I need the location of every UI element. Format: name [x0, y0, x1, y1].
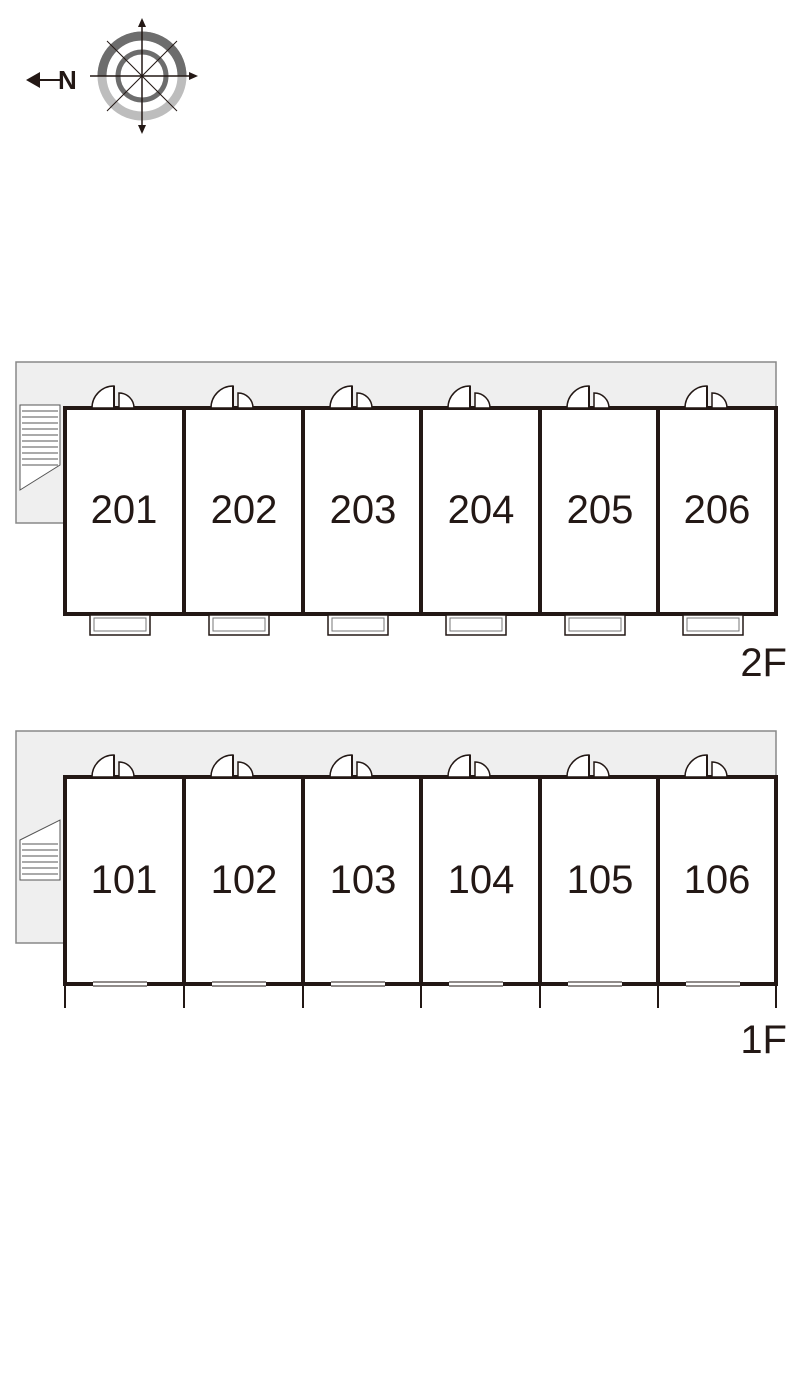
window-icon	[331, 981, 385, 987]
room-103: 103	[330, 858, 397, 902]
room-203: 203	[330, 488, 397, 532]
room-205: 205	[567, 488, 634, 532]
balcony-icon	[208, 614, 270, 636]
window-icon	[212, 981, 266, 987]
window-icon	[449, 981, 503, 987]
door-icon	[91, 385, 135, 409]
unit-outline	[656, 406, 778, 616]
door-icon	[91, 754, 135, 778]
floor-label-1f: 1F	[740, 1018, 787, 1062]
door-icon	[210, 754, 254, 778]
north-label: N	[58, 65, 77, 95]
balcony-icon	[89, 614, 151, 636]
room-106: 106	[684, 858, 751, 902]
room-204: 204	[448, 488, 515, 532]
room-101: 101	[91, 858, 158, 902]
stairs-icon	[19, 819, 61, 881]
window-icon	[568, 981, 622, 987]
door-icon	[566, 754, 610, 778]
balcony-icon	[682, 614, 744, 636]
window-icon	[686, 981, 740, 987]
room-202: 202	[211, 488, 278, 532]
door-icon	[210, 385, 254, 409]
door-icon	[447, 385, 491, 409]
unit-outline	[419, 406, 542, 616]
compass-icon	[90, 18, 198, 134]
floor-label-2f: 2F	[740, 641, 787, 685]
north-arrow-icon	[26, 72, 60, 88]
balcony-icon	[327, 614, 389, 636]
room-201: 201	[91, 488, 158, 532]
balcony-icon	[445, 614, 507, 636]
room-105: 105	[567, 858, 634, 902]
floor-1f-plan	[15, 730, 778, 1008]
room-102: 102	[211, 858, 278, 902]
stairs-icon	[19, 404, 61, 491]
floor-2f-plan	[15, 361, 778, 636]
door-icon	[566, 385, 610, 409]
door-icon	[329, 385, 373, 409]
balcony-icon	[564, 614, 626, 636]
door-icon	[447, 754, 491, 778]
unit-outline	[182, 406, 305, 616]
door-icon	[329, 754, 373, 778]
room-104: 104	[448, 858, 515, 902]
window-icon	[93, 981, 147, 987]
unit-outline	[419, 775, 542, 986]
room-206: 206	[684, 488, 751, 532]
door-icon	[684, 385, 728, 409]
unit-outline	[538, 406, 660, 616]
unit-outline	[63, 406, 186, 616]
door-icon	[684, 754, 728, 778]
